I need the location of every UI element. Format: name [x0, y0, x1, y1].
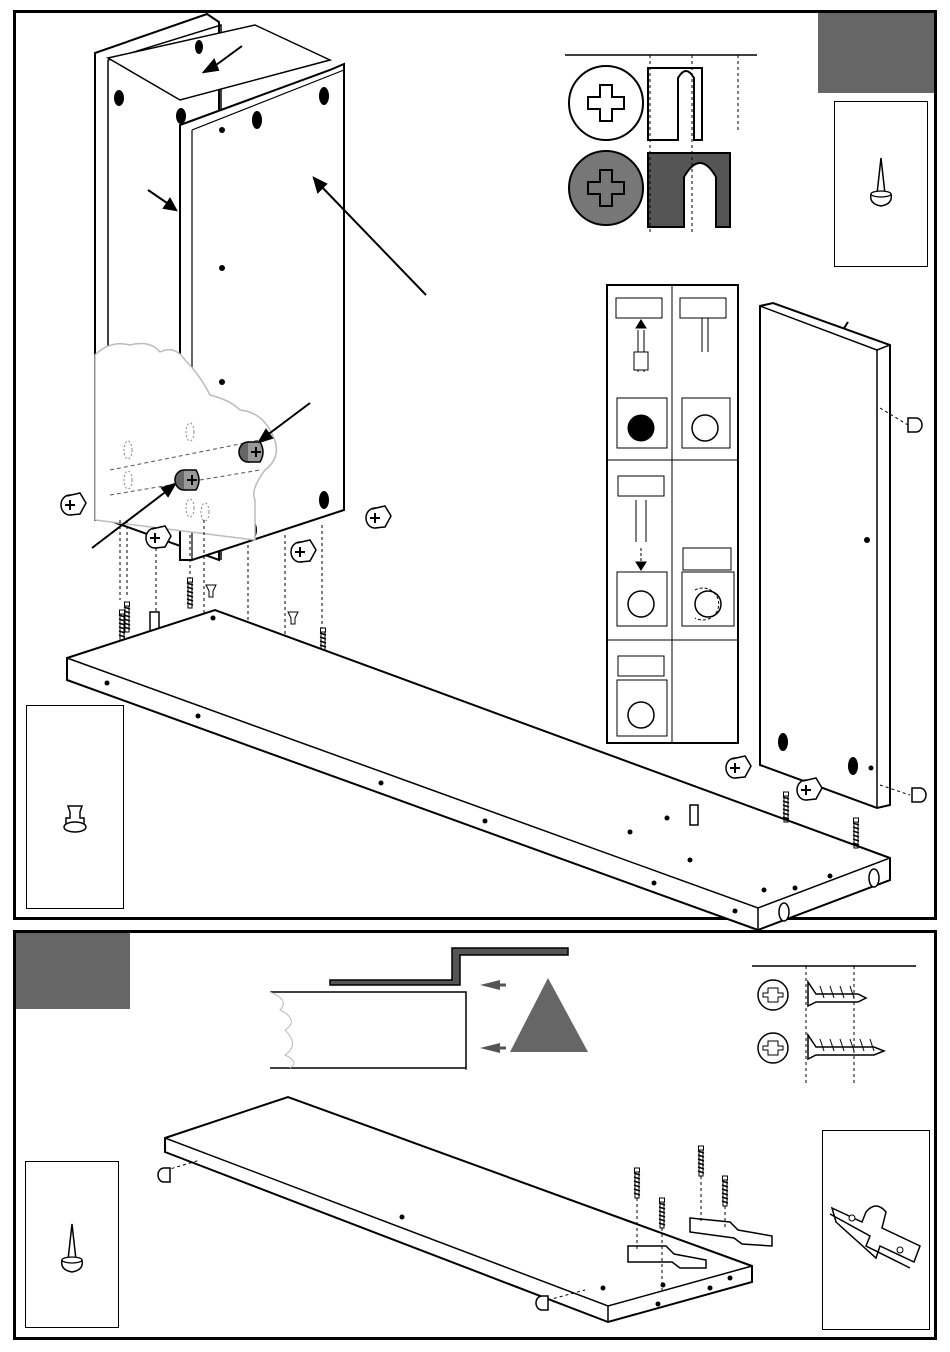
cabinet-side-panels: [95, 14, 344, 560]
cam-lock-icon: [146, 526, 171, 548]
cam-bolt-icon: [783, 792, 789, 822]
nail-pin-icon: [871, 158, 892, 206]
cabinet-door-panel: [726, 303, 926, 848]
screw-icon: [808, 982, 866, 1006]
cam-lock-icon: [175, 470, 199, 490]
triangle-warning-icon: [510, 978, 588, 1052]
shelf-support-icon: [206, 585, 216, 597]
bracket-icon: [690, 1218, 772, 1246]
cam-lock-icon: [726, 756, 751, 778]
shelf-support-icon: [64, 806, 86, 832]
nail-pin-icon: [908, 418, 922, 432]
screw-head-gauge: [752, 966, 916, 1084]
cam-lock-icon: [291, 540, 316, 562]
cam-bolt-icon: [187, 578, 193, 608]
nail-pin-icon: [62, 1224, 83, 1272]
cam-lock-icon: [61, 493, 86, 515]
nail-pin-icon: [158, 1168, 170, 1182]
cam-bolt-icon: [119, 610, 125, 640]
shelf-board: [158, 1097, 752, 1322]
cam-lock-step-grid: [608, 286, 737, 742]
cam-bolt-icon: [853, 818, 859, 848]
cam-bolt-icon: [124, 602, 130, 632]
nail-pin-icon: [536, 1296, 548, 1310]
cam-lock-icon: [797, 778, 822, 800]
shelf-support-icon: [288, 612, 298, 624]
nail-pin-icon: [912, 788, 926, 802]
screw-head-gauge: [565, 55, 757, 235]
wooden-dowel-icon: [690, 805, 698, 825]
cam-lock-icon: [239, 442, 263, 462]
bracket-icon: [830, 1206, 920, 1268]
cam-lock-icon: [366, 506, 391, 528]
